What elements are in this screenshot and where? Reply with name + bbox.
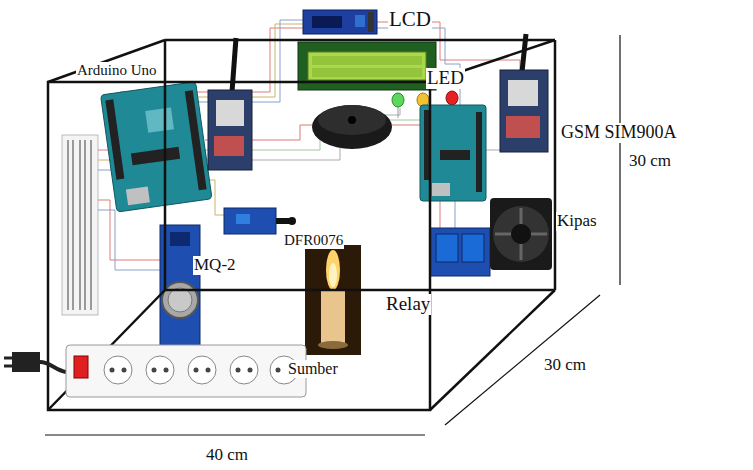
part-label: GSM SIM900A bbox=[560, 123, 678, 143]
dimension-label: 30 cm bbox=[543, 356, 587, 375]
breadboard bbox=[62, 135, 98, 315]
arduino-board bbox=[101, 82, 212, 212]
gsm-module bbox=[208, 38, 252, 170]
candle-source bbox=[305, 245, 361, 355]
part-label: MQ-2 bbox=[193, 256, 237, 275]
lcd-i2c-module bbox=[303, 10, 377, 34]
relay-module bbox=[430, 228, 490, 276]
fan bbox=[490, 198, 552, 270]
enclosure-frame bbox=[48, 40, 555, 410]
part-label: Relay bbox=[385, 294, 431, 315]
dimension-label: 40 cm bbox=[205, 446, 249, 465]
part-label: Kipas bbox=[556, 212, 598, 231]
part-label: LED bbox=[426, 68, 465, 89]
dimension-lines bbox=[45, 35, 620, 435]
power-strip bbox=[4, 345, 306, 397]
part-label: Arduino Uno bbox=[76, 62, 158, 79]
dimension-label: 30 cm bbox=[628, 152, 672, 171]
part-label: DFR0076 bbox=[283, 232, 344, 249]
part-label: Sumber bbox=[287, 360, 339, 378]
buzzer bbox=[312, 105, 392, 149]
flame-sensor bbox=[224, 208, 296, 234]
part-label: LCD bbox=[388, 8, 432, 31]
